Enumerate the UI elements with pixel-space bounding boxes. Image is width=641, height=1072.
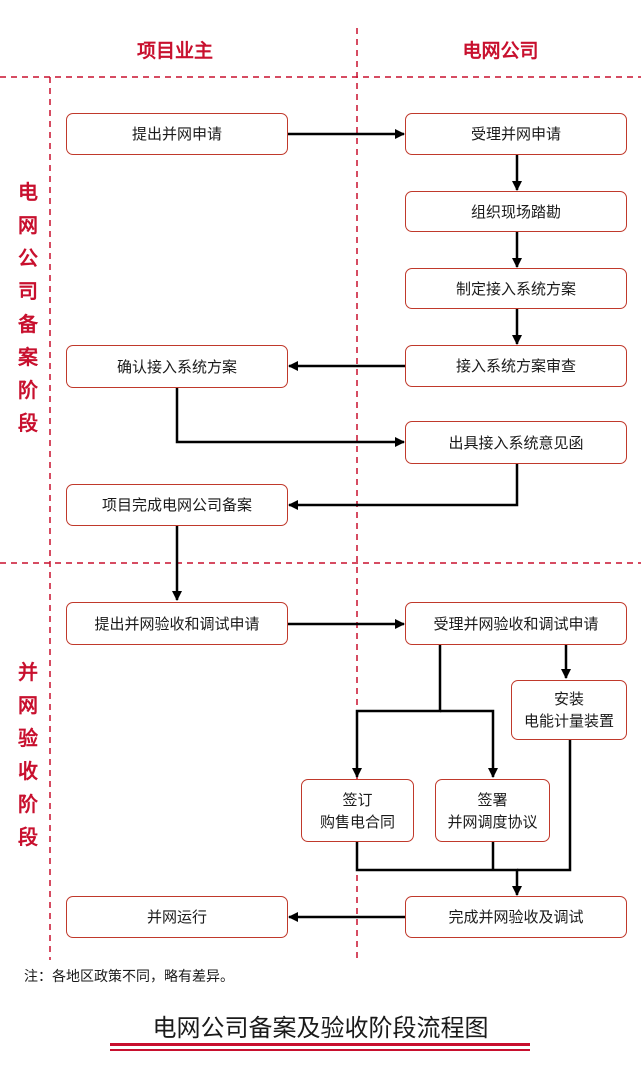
arrow-b6-b7 (175, 388, 405, 447)
box-text: 提出并网验收和调试申请 (94, 614, 260, 633)
title-underline-thick (110, 1043, 530, 1046)
box-grid-operation: 并网运行 (66, 896, 288, 938)
box-text: 签署 (477, 790, 508, 809)
title-underline-thin (110, 1049, 530, 1051)
connector-b12-merge (355, 842, 522, 896)
box-text: 电能计量装置 (523, 712, 614, 730)
box-confirm-access-plan: 确认接入系统方案 (66, 345, 288, 388)
box-text: 受理并网申请 (470, 125, 561, 143)
box-text: 并网调度协议 (447, 812, 538, 831)
box-text: 出具接入系统意见函 (448, 433, 584, 452)
stage-char: 网 (18, 693, 38, 717)
box-accept-acceptance-application: 受理并网验收和调试申请 (405, 602, 627, 645)
box-issue-opinion-letter: 出具接入系统意见函 (405, 421, 627, 464)
box-review-access-plan: 接入系统方案审查 (405, 345, 627, 387)
box-text: 安装 (553, 690, 584, 708)
stage-char: 段 (18, 411, 38, 435)
box-complete-acceptance: 完成并网验收及调试 (405, 896, 627, 938)
stage-char: 并 (18, 660, 38, 684)
stage-char: 阶 (18, 792, 38, 816)
column-header-grid-company: 电网公司 (462, 40, 539, 62)
stage-label-filing: 电 网 公 司 备 案 阶 段 (14, 176, 42, 440)
box-complete-filing: 项目完成电网公司备案 (66, 484, 288, 526)
connector-b11-merge (517, 740, 572, 872)
stage-label-acceptance: 并 网 验 收 阶 段 (14, 656, 42, 854)
stage-char: 公 (18, 246, 38, 270)
box-accept-grid-application: 受理并网申请 (405, 113, 627, 155)
connector-split-b13 (440, 709, 498, 778)
box-text: 签订 (342, 790, 373, 809)
box-text: 受理并网验收和调试申请 (433, 614, 599, 633)
column-header-owner: 项目业主 (136, 40, 213, 62)
stage-char: 司 (18, 279, 38, 303)
box-text: 并网运行 (146, 908, 207, 926)
dashed-dividers (0, 28, 641, 960)
stage-char: 案 (18, 345, 38, 369)
box-text: 制定接入系统方案 (455, 279, 576, 298)
box-text: 提出并网申请 (131, 125, 222, 143)
stage-char: 阶 (18, 378, 38, 402)
box-text: 确认接入系统方案 (116, 357, 237, 376)
box-text: 组织现场踏勘 (470, 202, 561, 221)
stage-char: 备 (18, 312, 38, 336)
box-text: 项目完成电网公司备案 (101, 496, 252, 514)
stage-char: 收 (18, 759, 38, 783)
stage-char: 段 (18, 825, 38, 849)
box-sign-dispatch-agreement: 签署 并网调度协议 (435, 779, 550, 842)
box-text: 完成并网验收及调试 (448, 908, 584, 926)
diagram-title: 电网公司备案及验收阶段流程图 (152, 1014, 489, 1042)
box-site-survey: 组织现场踏勘 (405, 191, 627, 232)
arrow-b7-b8 (288, 464, 519, 510)
box-text: 接入系统方案审查 (455, 357, 576, 375)
box-submit-acceptance-application: 提出并网验收和调试申请 (66, 602, 288, 645)
stage-char: 网 (18, 213, 38, 237)
footnote: 注：各地区政策不同，略有差异。 (24, 969, 234, 985)
stage-char: 验 (18, 726, 38, 750)
box-text: 购售电合同 (319, 812, 395, 831)
box-sign-power-contract: 签订 购售电合同 (301, 779, 414, 842)
flow-arrows (172, 129, 572, 922)
stage-char: 电 (18, 180, 38, 204)
box-draft-access-plan: 制定接入系统方案 (405, 268, 627, 309)
box-submit-grid-application: 提出并网申请 (66, 113, 288, 155)
box-install-metering: 安装 电能计量装置 (511, 680, 627, 740)
connector-b10-split (352, 645, 442, 778)
